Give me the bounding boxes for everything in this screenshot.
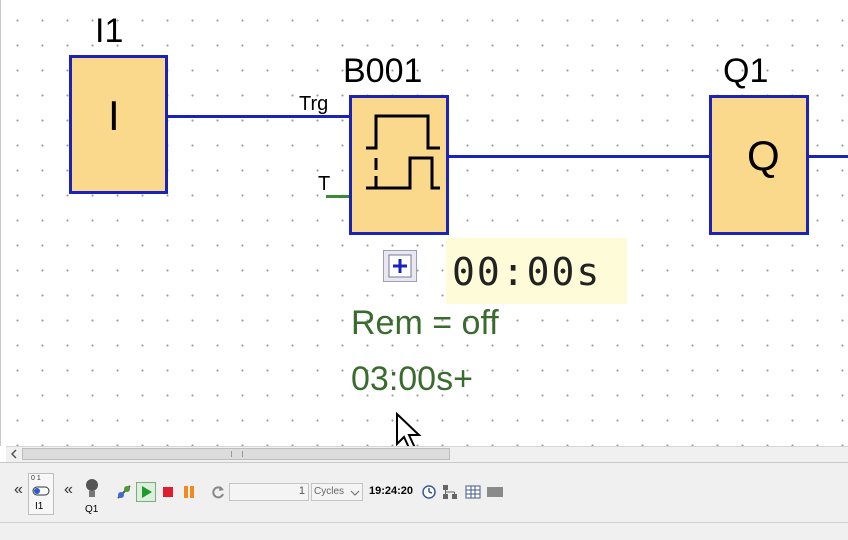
timer-value: 00:00s: [452, 250, 602, 294]
reset-icon[interactable]: [210, 484, 226, 500]
horizontal-scrollbar[interactable]: [6, 446, 848, 462]
network-tree-icon[interactable]: [441, 483, 459, 501]
toggle-switch-icon: [32, 486, 50, 496]
cycles-value: 1: [298, 485, 305, 497]
off-delay-timer-icon: [366, 114, 440, 190]
scrollbar-grip: [231, 451, 243, 457]
start-simulation-button[interactable]: [136, 482, 156, 502]
simulation-toolbar: « 0 1 I1 « Q1 1 Cycle: [0, 462, 848, 522]
expand-parameters-button[interactable]: [383, 250, 417, 282]
table-icon[interactable]: [464, 483, 482, 501]
input-switch-i1[interactable]: 0 1 I1: [28, 473, 54, 515]
pause-icon[interactable]: [181, 484, 197, 500]
remanence-parameter: Rem = off: [351, 304, 499, 342]
simulation-clock: 19:24:20: [369, 485, 414, 497]
output-block-name: Q1: [723, 52, 769, 90]
stop-icon[interactable]: [160, 484, 176, 500]
cycles-input[interactable]: 1: [229, 483, 309, 501]
input-block-i1[interactable]: I: [69, 55, 168, 194]
wire-i1-to-trg: [168, 115, 351, 118]
trg-input-label: Trg: [299, 93, 329, 115]
cycles-unit-select[interactable]: Cycles: [311, 483, 363, 501]
switch-label: I1: [35, 501, 44, 512]
clock-icon[interactable]: [421, 484, 437, 500]
collapse-outputs-button[interactable]: «: [64, 481, 73, 498]
timer-display: 00:00s: [446, 238, 627, 304]
t-input-connector[interactable]: [326, 195, 351, 198]
wire-q1-out: [809, 155, 848, 158]
collapse-inputs-button[interactable]: «: [14, 481, 23, 498]
cycles-unit-value: Cycles: [314, 486, 345, 497]
output-block-q1[interactable]: Q: [709, 95, 809, 235]
play-icon: [142, 486, 152, 498]
lamp-icon: [86, 479, 98, 497]
function-block-b001[interactable]: [349, 95, 449, 235]
panel-icon[interactable]: [486, 483, 504, 501]
lamp-label: Q1: [85, 504, 99, 515]
input-block-name: I1: [95, 12, 124, 50]
network-plug-icon[interactable]: [115, 483, 133, 501]
scrollbar-thumb[interactable]: [22, 448, 450, 460]
scroll-left-arrow-icon[interactable]: [7, 447, 21, 461]
t-input-label: T: [318, 173, 331, 195]
wire-b001-to-q1: [449, 155, 711, 158]
time-parameter: 03:00s+: [351, 360, 473, 398]
function-block-name: B001: [343, 52, 423, 90]
status-bar: [0, 522, 848, 540]
switch-bits-label: 0 1: [31, 475, 41, 482]
plus-icon: [388, 254, 412, 278]
input-block-symbol: I: [108, 92, 120, 139]
diagram-canvas[interactable]: I1 I Trg T B001 Q1 Q 00:00s Rem = o: [0, 0, 848, 452]
output-block-symbol: Q: [747, 132, 780, 179]
chevron-down-icon: [350, 490, 360, 496]
